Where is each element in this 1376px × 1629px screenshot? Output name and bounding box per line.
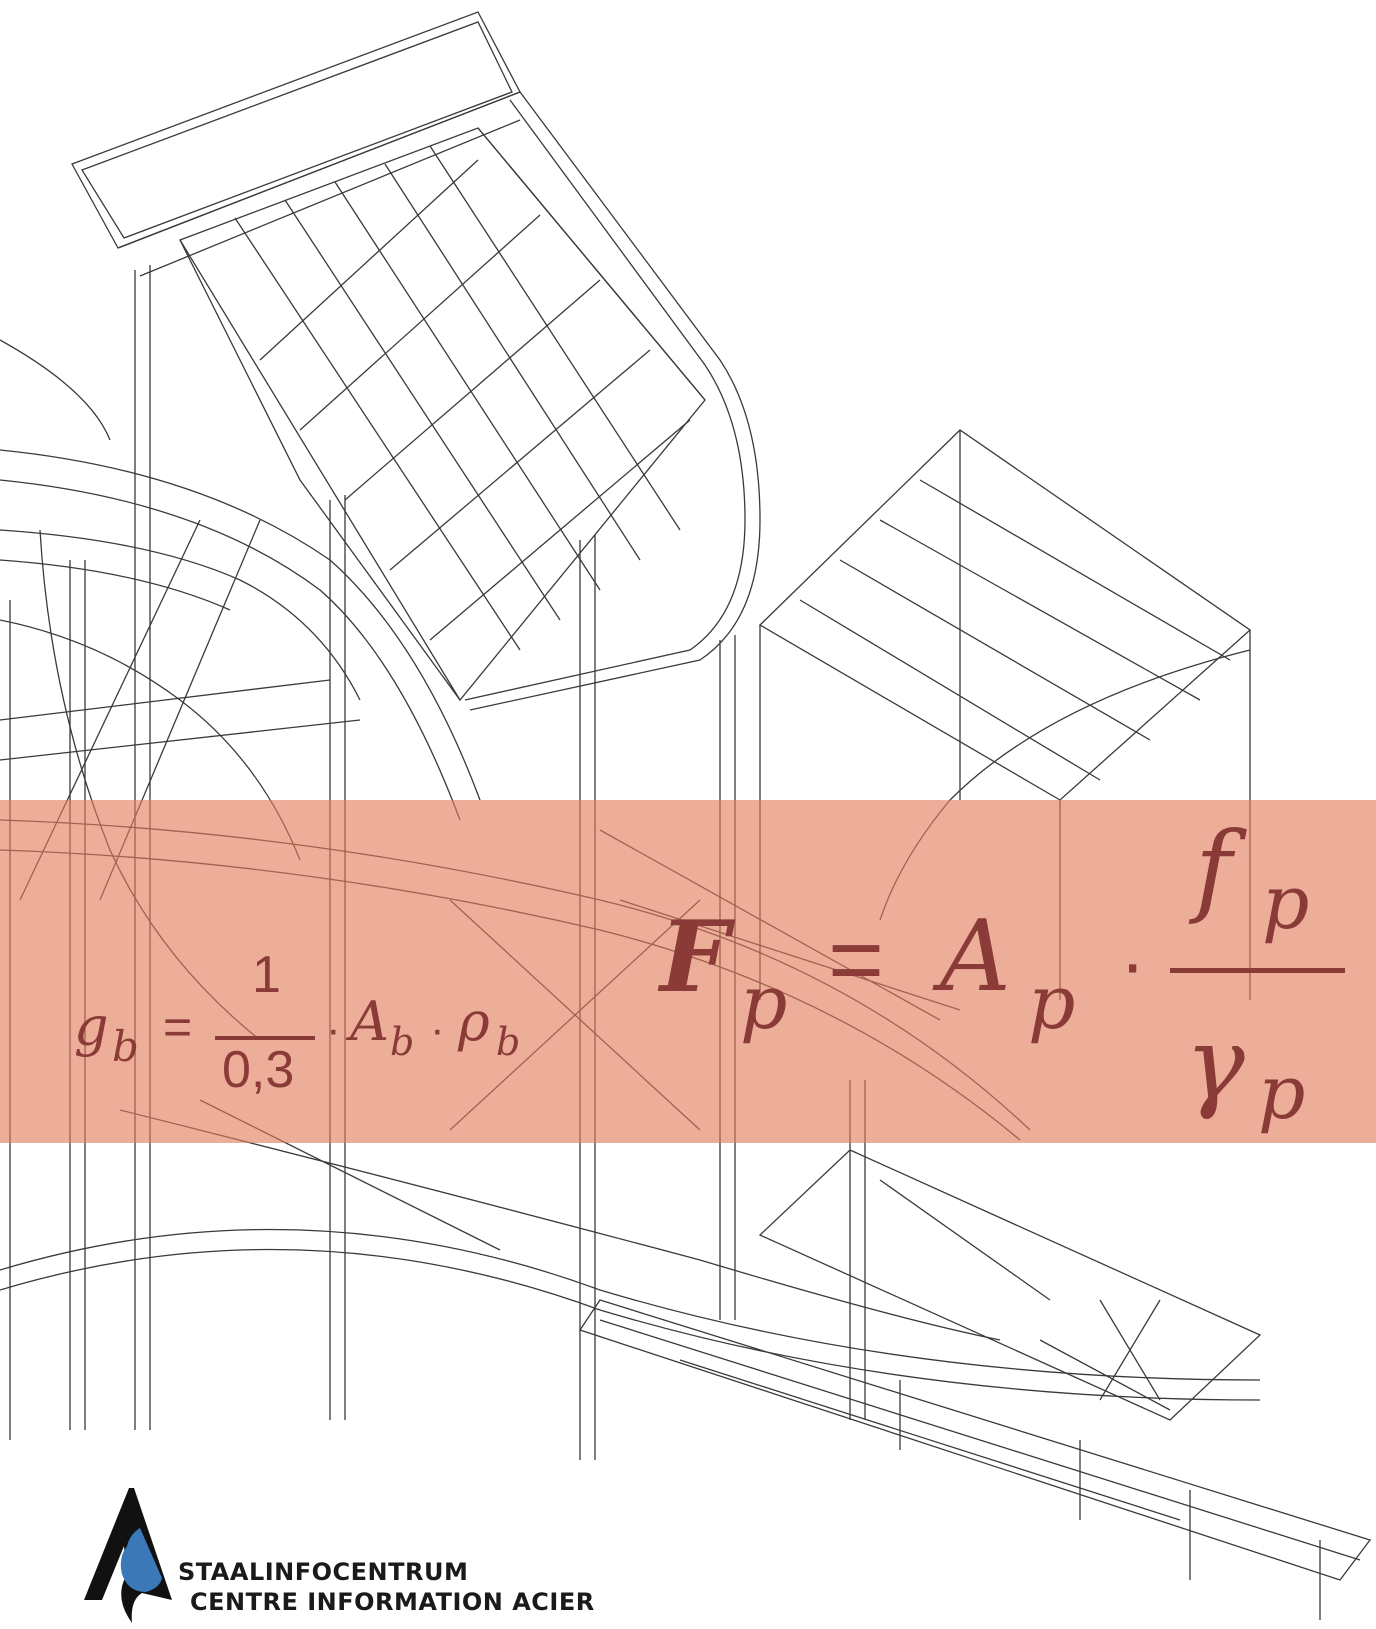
formula-large-a-sub: p — [1028, 960, 1076, 1046]
formula-small-lhs-sub: b — [112, 1022, 139, 1071]
formula-large-dot: · — [1120, 921, 1146, 1006]
formula-small-rho: ρ — [458, 990, 490, 1053]
formula-small-dot1: · — [326, 1005, 341, 1054]
formula-large-lhs: F — [660, 900, 730, 1015]
formula-large-numerator-sub: p — [1262, 860, 1310, 946]
formula-large-lhs-sub: p — [740, 960, 788, 1046]
formula-large-numerator: f — [1195, 810, 1233, 927]
logo-emblem-icon — [84, 1488, 172, 1623]
highlight-band — [0, 800, 1376, 1143]
logo-line1: STAALINFOCENTRUM — [178, 1558, 469, 1586]
formula-small-numerator: 1 — [252, 946, 281, 1004]
formula-large-fraction-bar — [1170, 968, 1345, 973]
formula-small-dot2: · — [430, 1005, 445, 1054]
formula-small-rho-sub: b — [496, 1020, 521, 1064]
formula-small-equals: = — [163, 999, 193, 1055]
formula-large-denominator: γ — [1185, 1005, 1245, 1122]
formula-large-a: A — [940, 900, 1011, 1014]
staalinfocentrum-logo: STAALINFOCENTRUM CENTRE INFORMATION ACIE… — [84, 1488, 604, 1628]
formula-small-a-sub: b — [390, 1020, 415, 1064]
formula-small-denominator: 0,3 — [222, 1041, 295, 1099]
logo-line2: CENTRE INFORMATION ACIER — [190, 1588, 595, 1616]
formula-small-lhs: g — [74, 995, 109, 1058]
formula-small-a: A — [350, 990, 389, 1053]
formula-large-equals: = — [828, 906, 885, 1013]
formula-large-denominator-sub: p — [1258, 1050, 1306, 1136]
formula-small-fraction-bar — [215, 1036, 315, 1040]
